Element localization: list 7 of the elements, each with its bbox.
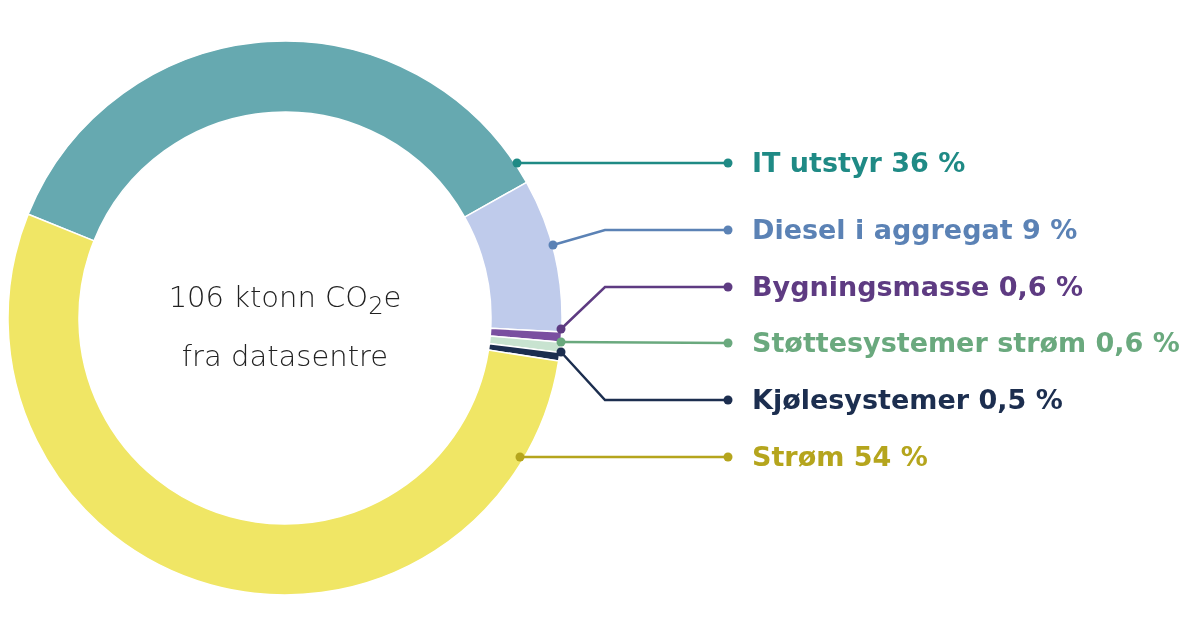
data-label: Kjølesystemer 0,5 % (752, 383, 1063, 417)
data-label: Diesel i aggregat 9 % (752, 213, 1078, 247)
chart-title: 106 ktonn CO$_{2}$e fra datasentre (167, 279, 403, 375)
data-label: Bygningsmasse 0,6 % (752, 270, 1084, 304)
data-label: Strøm 54 % (752, 440, 928, 474)
data-label: IT utstyr 36 % (752, 146, 966, 180)
data-label: Støttesystemer strøm 0,6 % (752, 326, 1180, 360)
